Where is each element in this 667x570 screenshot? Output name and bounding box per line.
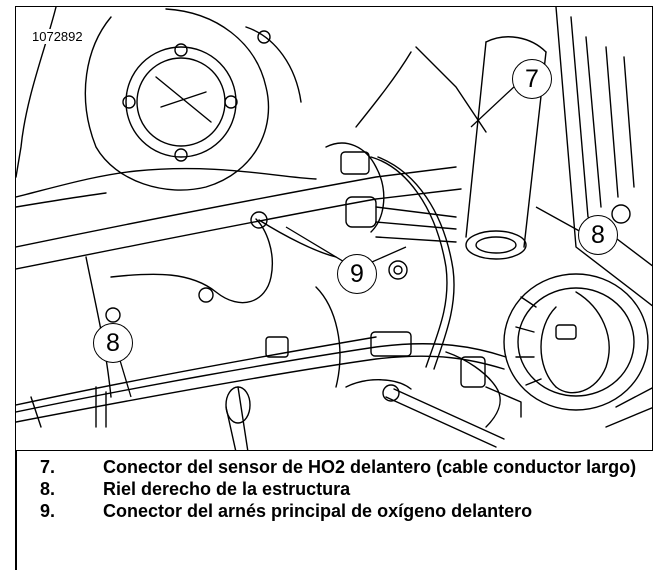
technical-illustration: 1072892 7 8 8 9 [15, 6, 653, 451]
callout-7: 7 [512, 59, 552, 99]
legend: 7. Conector del sensor de HO2 delantero … [40, 456, 650, 522]
legend-text: Conector del sensor de HO2 delantero (ca… [103, 457, 637, 477]
engine-line-drawing [16, 7, 652, 450]
callout-8-right: 8 [578, 215, 618, 255]
callout-9: 9 [337, 254, 377, 294]
legend-text: Conector del arnés principal de oxígeno … [103, 501, 533, 521]
legend-item-8: 8. Riel derecho de la estructura [40, 478, 650, 500]
legend-item-7: 7. Conector del sensor de HO2 delantero … [40, 456, 650, 478]
legend-number: 7. [40, 457, 56, 477]
figure-id: 1072892 [30, 29, 85, 44]
legend-number: 9. [40, 501, 56, 521]
legend-number: 8. [40, 479, 56, 499]
legend-item-9: 9. Conector del arnés principal de oxíge… [40, 500, 650, 522]
callout-8-left: 8 [93, 323, 133, 363]
legend-text: Riel derecho de la estructura [103, 479, 351, 499]
left-border-rule [15, 451, 17, 570]
